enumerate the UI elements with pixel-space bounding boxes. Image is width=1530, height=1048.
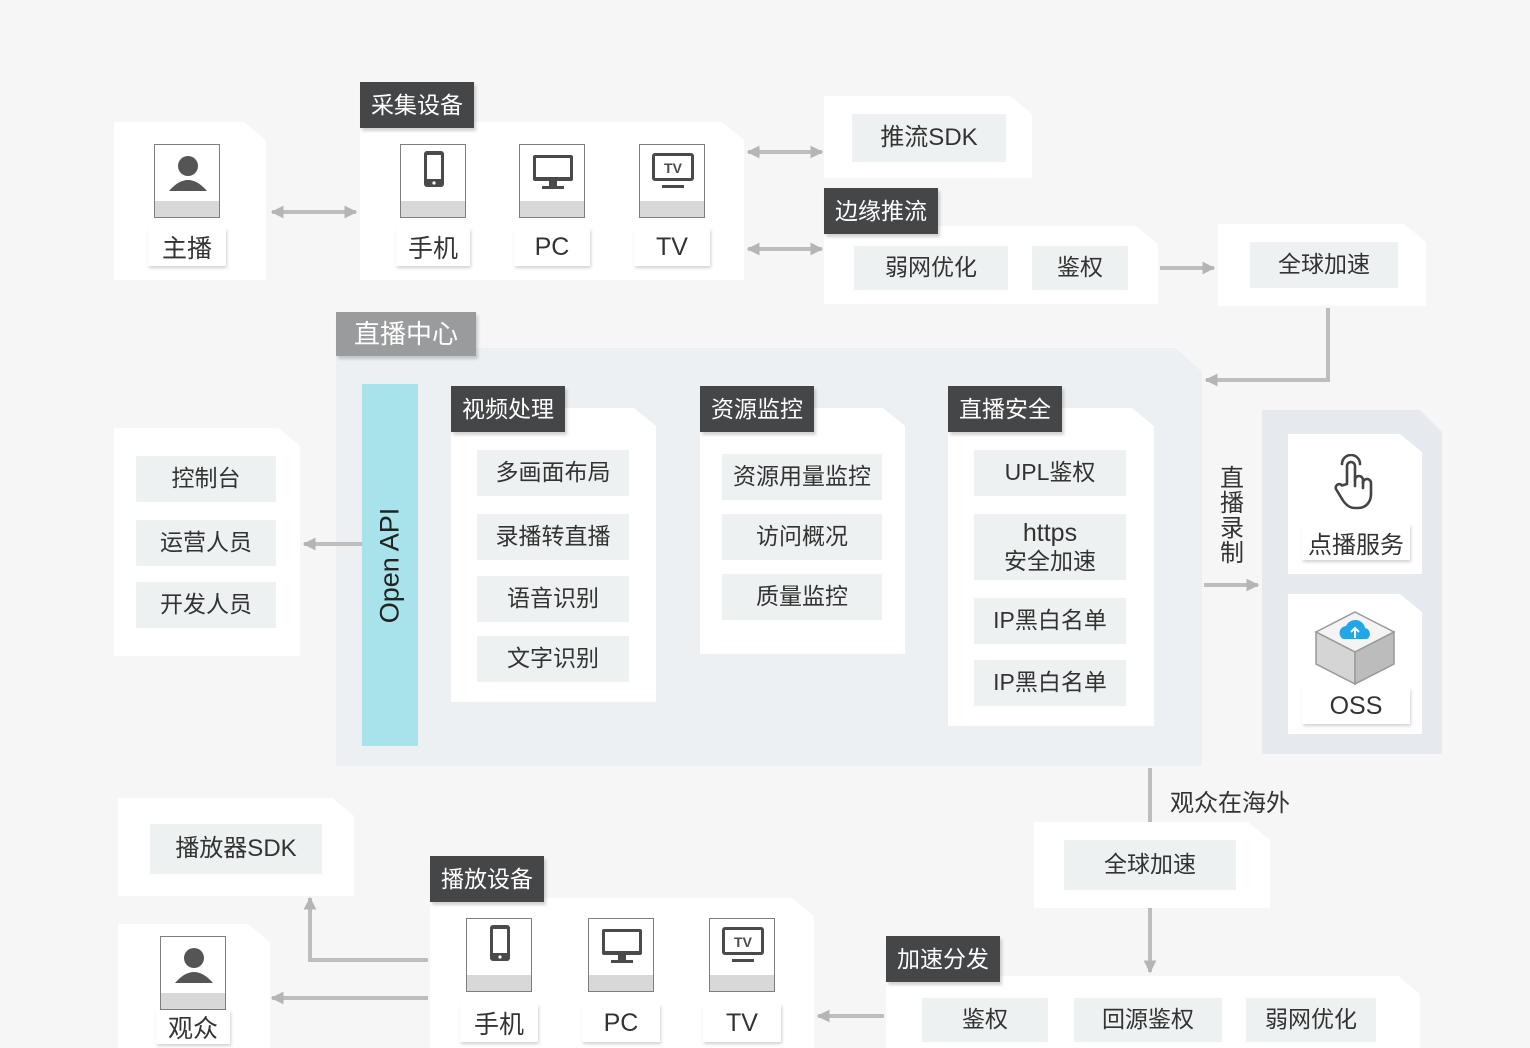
person-icon <box>154 144 220 218</box>
monitor-card: 资源用量监控 访问概况 质量监控 <box>700 408 905 654</box>
vod-label: 点播服务 <box>1302 524 1410 560</box>
monitor-item: 访问概况 <box>722 514 882 560</box>
distribution-item: 鉴权 <box>922 998 1048 1042</box>
vod-card: 点播服务 <box>1288 434 1422 574</box>
phone-icon <box>466 918 532 992</box>
player-sdk-card: 播放器SDK <box>118 798 354 896</box>
video-item: 录播转直播 <box>477 514 629 560</box>
distribution-item: 回源鉴权 <box>1074 998 1222 1042</box>
anchor-label: 主播 <box>148 228 226 266</box>
console-item: 开发人员 <box>136 582 276 628</box>
push-sdk-card: 推流SDK <box>824 96 1032 178</box>
capture-pc-label: PC <box>514 228 590 266</box>
svg-text:TV: TV <box>734 934 753 950</box>
capture-tv-label: TV <box>634 228 710 266</box>
global-accel-top-card: 全球加速 <box>1218 224 1426 306</box>
phone-icon <box>400 144 466 218</box>
security-item: IP黑白名单 <box>974 598 1126 644</box>
push-sdk-label: 推流SDK <box>852 114 1006 162</box>
edge-auth: 鉴权 <box>1032 246 1128 290</box>
pc-icon <box>588 918 654 992</box>
global-accel-bottom-label: 全球加速 <box>1064 840 1236 890</box>
playback-tv-label: TV <box>703 1004 781 1042</box>
playback-phone-label: 手机 <box>460 1004 538 1042</box>
security-title: 直播安全 <box>948 386 1062 432</box>
video-card: 多画面布局 录播转直播 语音识别 文字识别 <box>451 408 656 702</box>
video-title: 视频处理 <box>451 386 565 432</box>
global-accel-bottom-card: 全球加速 <box>1034 822 1270 908</box>
distribution-card: 鉴权 回源鉴权 弱网优化 <box>886 976 1420 1048</box>
recording-label: 直播录制 <box>1220 465 1244 567</box>
playback-sdk-arrow <box>303 896 428 962</box>
distribution-title: 加速分发 <box>886 936 1000 982</box>
live-center-title: 直播中心 <box>336 312 477 356</box>
security-card: UPL鉴权 https 安全加速 IP黑白名单 IP黑白名单 <box>948 408 1154 726</box>
playback-card: 手机 PC TV TV <box>430 898 814 1048</box>
playback-pc-label: PC <box>582 1004 660 1042</box>
anchor-card: 主播 <box>114 122 266 280</box>
monitor-title: 资源监控 <box>700 386 814 432</box>
person-icon <box>160 936 226 1010</box>
global-accel-top-label: 全球加速 <box>1250 242 1398 288</box>
tv-icon: TV <box>709 918 775 992</box>
accel-center-arrow <box>1204 308 1330 387</box>
capture-phone-label: 手机 <box>396 228 470 266</box>
tv-icon: TV <box>639 144 705 218</box>
console-item: 运营人员 <box>136 520 276 566</box>
edge-push-title: 边缘推流 <box>824 188 938 234</box>
oss-card: OSS <box>1288 594 1422 734</box>
video-item: 语音识别 <box>477 576 629 622</box>
security-https-line2: 安全加速 <box>1004 548 1096 575</box>
edge-weak-net: 弱网优化 <box>854 246 1008 290</box>
distribution-item: 弱网优化 <box>1246 998 1376 1042</box>
audience-card: 观众 <box>118 924 270 1048</box>
playback-title: 播放设备 <box>430 856 544 902</box>
open-api-bar[interactable]: Open API <box>362 384 418 746</box>
svg-text:TV: TV <box>664 160 683 176</box>
video-item: 多画面布局 <box>477 450 629 496</box>
oss-label: OSS <box>1302 688 1410 724</box>
open-api-label: Open API <box>374 507 405 623</box>
security-item-https: https 安全加速 <box>974 514 1126 580</box>
console-card: 控制台 运营人员 开发人员 <box>114 428 300 656</box>
touch-icon <box>1328 454 1380 512</box>
audience-label: 观众 <box>156 1010 230 1044</box>
pc-icon <box>519 144 585 218</box>
player-sdk-label: 播放器SDK <box>150 824 322 874</box>
overseas-label: 观众在海外 <box>1170 790 1290 817</box>
monitor-item: 资源用量监控 <box>722 454 882 500</box>
security-item: UPL鉴权 <box>974 450 1126 496</box>
cloud-box-icon <box>1312 608 1398 688</box>
security-https-line1: https <box>1022 519 1078 548</box>
capture-card: 手机 PC TV TV <box>360 122 744 280</box>
monitor-item: 质量监控 <box>722 574 882 620</box>
capture-title: 采集设备 <box>360 82 474 128</box>
edge-push-card: 弱网优化 鉴权 <box>824 226 1158 304</box>
console-item: 控制台 <box>136 456 276 502</box>
security-item: IP黑白名单 <box>974 660 1126 706</box>
video-item: 文字识别 <box>477 636 629 682</box>
